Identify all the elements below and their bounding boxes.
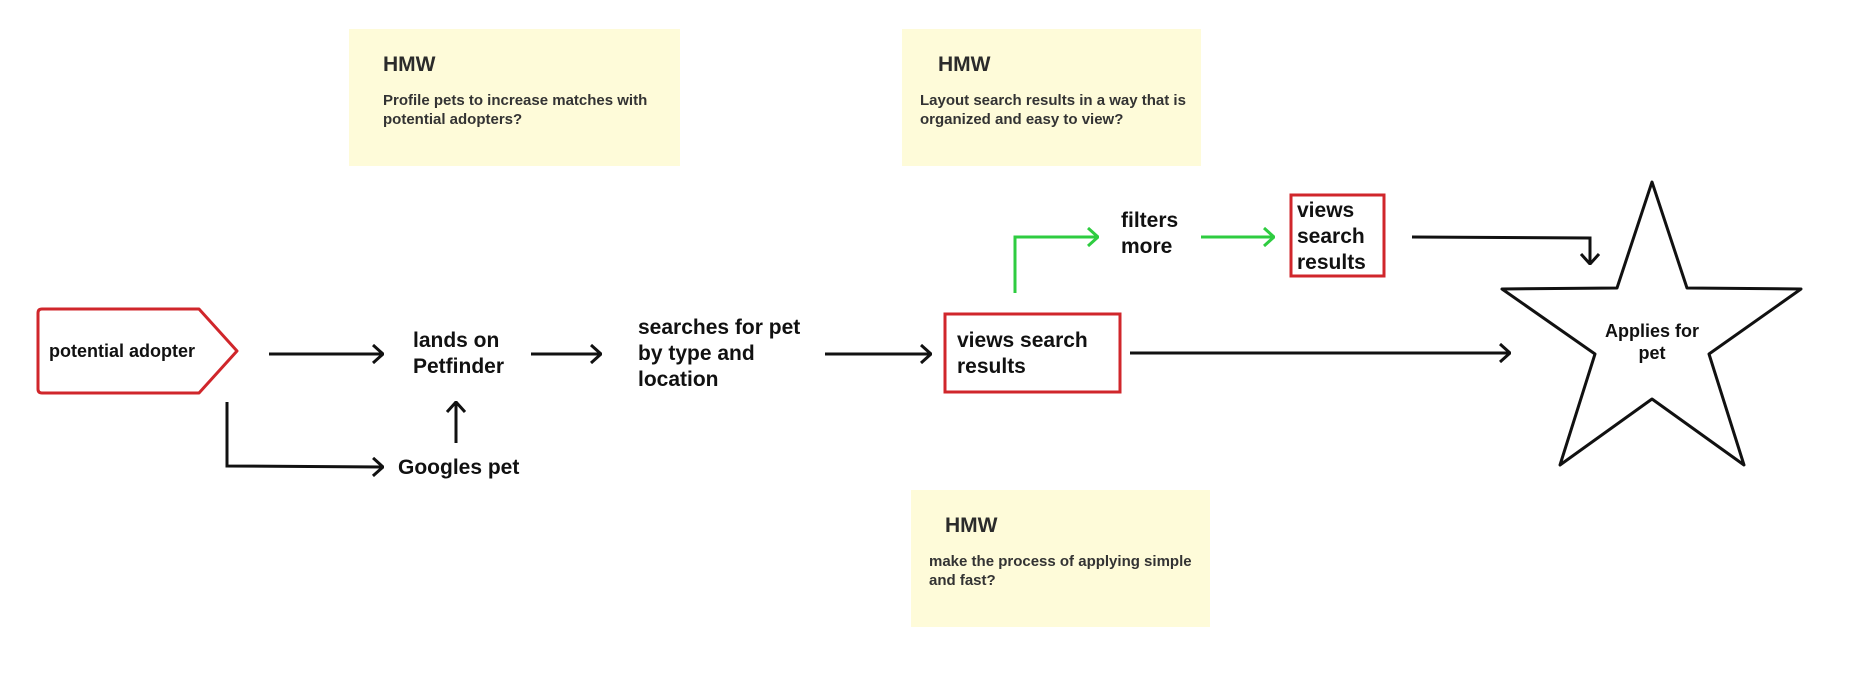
applies-star <box>1500 180 1803 467</box>
hmw-note-title: HMW <box>945 514 998 537</box>
arrow-filtered-to-applies <box>1411 235 1590 264</box>
lands-on-petfinder-label: lands on Petfinder <box>413 329 505 378</box>
hmw-note-title: HMW <box>383 53 436 76</box>
arrow-start-to-googles <box>225 402 383 467</box>
applies-for-pet-label: Applies for pet <box>1604 321 1699 363</box>
hmw-note-text: Layout search results in a way that is o… <box>920 92 1186 128</box>
hmw-note-text: make the process of applying simple and … <box>929 553 1192 589</box>
views-filtered-results-label: views search results <box>1297 199 1366 274</box>
arrow-views-to-filters <box>1013 237 1098 293</box>
views-results-box <box>943 312 1122 394</box>
start-shape <box>36 307 239 395</box>
hmw-note-text: Profile pets to increase matches with po… <box>383 92 648 128</box>
filters-more-label: filters more <box>1121 209 1179 258</box>
hmw-note-profile: HMW Profile pets to increase matches wit… <box>349 29 680 166</box>
views-search-results-label: views search results <box>957 329 1088 378</box>
searches-for-pet-label: searches for pet by type and location <box>638 316 801 391</box>
hmw-note-layout: HMW Layout search results in a way that … <box>902 29 1201 166</box>
googles-pet-label: Googles pet <box>398 456 520 479</box>
hmw-note-title: HMW <box>938 53 991 76</box>
views-filtered-box <box>1289 193 1386 278</box>
potential-adopter-label: potential adopter <box>49 341 196 361</box>
hmw-note-applying: HMW make the process of applying simple … <box>911 490 1210 627</box>
